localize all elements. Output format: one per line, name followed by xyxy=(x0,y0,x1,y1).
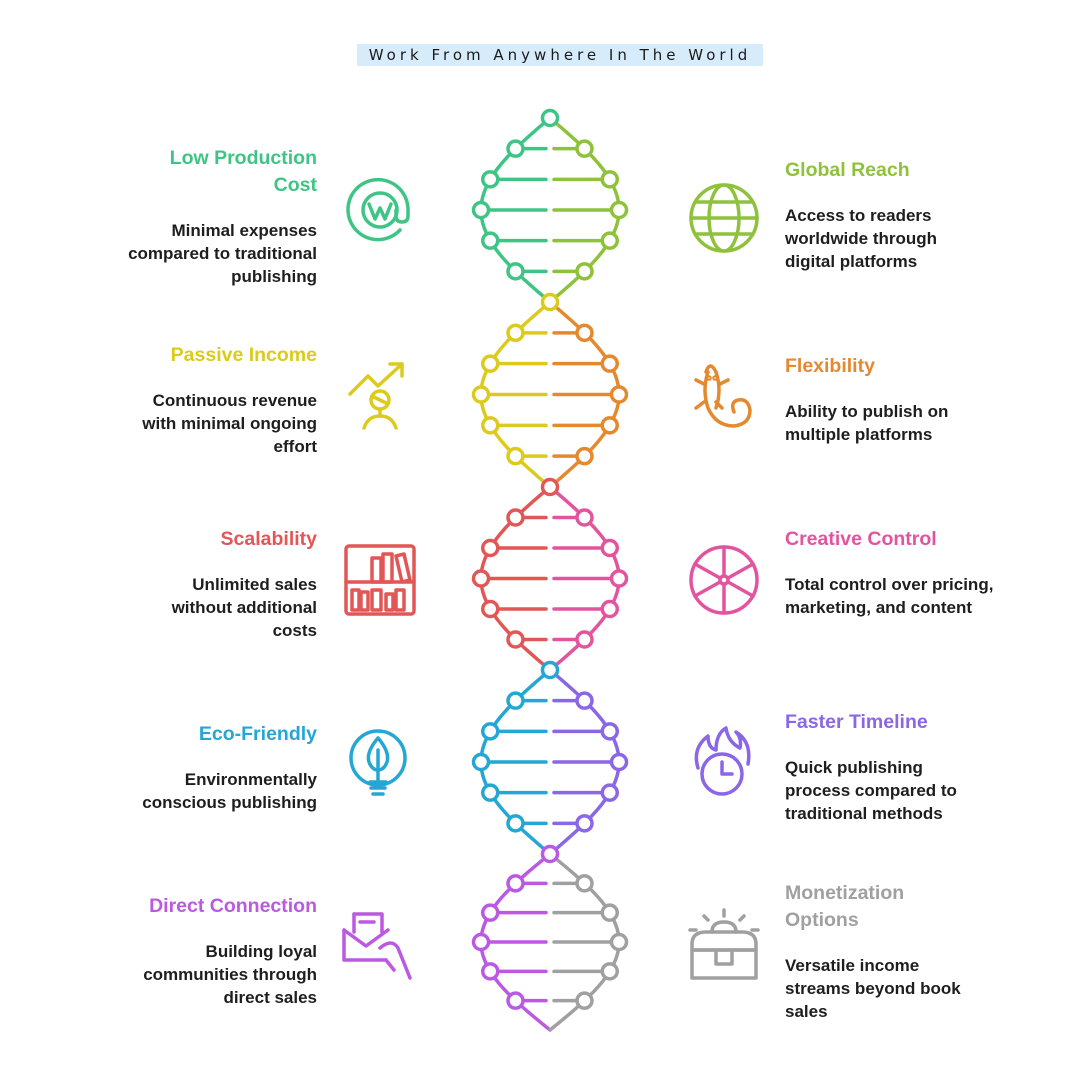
helix-node xyxy=(540,108,560,128)
eco-bulb-icon xyxy=(342,724,418,800)
helix-node xyxy=(600,722,620,741)
helix-node xyxy=(540,292,560,312)
page-title: Work From Anywhere In The World xyxy=(357,44,763,66)
helix-node xyxy=(575,139,594,158)
feature-flexibility: Flexibility Ability to publish on multip… xyxy=(785,353,1015,446)
helix-node xyxy=(506,508,525,527)
helix-node xyxy=(471,752,491,772)
feature-low-production-cost: Low Production Cost Minimal expenses com… xyxy=(17,145,317,288)
helix-node xyxy=(506,446,525,466)
feature-description: Access to readers worldwide through digi… xyxy=(785,206,938,271)
helix-node xyxy=(506,139,525,158)
helix-node xyxy=(480,903,500,922)
feature-description: Continuous revenue with minimal ongoing … xyxy=(142,391,317,456)
helix-node xyxy=(600,903,620,922)
helix-node xyxy=(506,691,525,710)
helix-node xyxy=(540,844,560,864)
helix-node xyxy=(609,200,629,220)
wordpress-icon xyxy=(342,172,418,248)
helix-node xyxy=(480,416,500,435)
feature-title: Eco-Friendly xyxy=(198,723,317,745)
helix-node xyxy=(600,962,620,981)
helix-node xyxy=(575,508,594,527)
feature-faster-timeline: Faster Timeline Quick publishing process… xyxy=(785,709,1015,825)
feature-description: Unlimited sales without additional costs xyxy=(171,575,317,640)
feature-title: Global Reach xyxy=(785,159,910,181)
helix-node xyxy=(506,323,525,343)
helix-node xyxy=(600,231,620,250)
helix-node xyxy=(575,630,594,649)
helix-node xyxy=(600,170,620,189)
feature-title: Monetization Options xyxy=(785,882,905,931)
helix-node xyxy=(480,538,500,558)
helix-node xyxy=(471,569,491,588)
helix-node xyxy=(609,569,629,588)
helix-node xyxy=(506,874,525,893)
hand-envelope-icon xyxy=(340,908,416,984)
helix-node xyxy=(600,416,620,435)
helix-node xyxy=(609,752,629,772)
helix-node xyxy=(600,599,620,619)
helix-node xyxy=(480,170,500,189)
helix-node xyxy=(600,783,620,802)
feature-eco-friendly: Eco-Friendly Environmentally conscious p… xyxy=(17,721,317,814)
feature-passive-income: Passive Income Continuous revenue with m… xyxy=(17,342,317,458)
growth-person-icon xyxy=(342,356,418,432)
feature-scalability: Scalability Unlimited sales without addi… xyxy=(17,526,317,642)
helix-node xyxy=(575,323,594,343)
helix-node xyxy=(600,538,620,558)
helix-node xyxy=(471,385,491,404)
helix-node xyxy=(540,477,560,497)
treasure-chest-icon xyxy=(686,908,762,984)
helix-node xyxy=(575,262,594,281)
helix-node xyxy=(575,874,594,893)
feature-global-reach: Global Reach Access to readers worldwide… xyxy=(785,157,1015,273)
bookshelf-icon xyxy=(342,542,418,618)
helix-node xyxy=(506,814,525,833)
feature-description: Total control over pricing, marketing, a… xyxy=(785,575,994,617)
feature-description: Minimal expenses compared to traditional… xyxy=(128,221,317,286)
feature-description: Building loyal communities through direc… xyxy=(143,942,317,1007)
feature-monetization-options: Monetization Options Versatile income st… xyxy=(785,880,1015,1023)
helix-node xyxy=(480,783,500,802)
wheel-icon xyxy=(686,542,762,618)
helix-node xyxy=(575,446,594,466)
helix-node xyxy=(575,814,594,833)
helix-node xyxy=(600,354,620,373)
helix-node xyxy=(471,932,491,952)
feature-title: Creative Control xyxy=(785,528,937,550)
helix-node xyxy=(575,691,594,710)
helix-node xyxy=(575,991,594,1010)
helix-node xyxy=(609,932,629,952)
feature-description: Versatile income streams beyond book sal… xyxy=(785,956,961,1021)
helix-node xyxy=(506,262,525,281)
feature-direct-connection: Direct Connection Building loyal communi… xyxy=(17,893,317,1009)
feature-description: Environmentally conscious publishing xyxy=(142,770,317,812)
helix-node xyxy=(540,660,560,680)
feature-title: Direct Connection xyxy=(149,895,317,917)
helix-node xyxy=(506,630,525,649)
feature-creative-control: Creative Control Total control over pric… xyxy=(785,526,1015,619)
feature-title: Scalability xyxy=(220,528,317,550)
helix-node xyxy=(480,962,500,981)
helix-node xyxy=(480,599,500,619)
fire-clock-icon xyxy=(686,724,762,800)
helix-node xyxy=(609,385,629,404)
feature-description: Ability to publish on multiple platforms xyxy=(785,402,949,444)
lizard-icon xyxy=(686,356,762,432)
helix-node xyxy=(480,722,500,741)
helix-node xyxy=(506,991,525,1010)
feature-title: Flexibility xyxy=(785,355,875,377)
helix-node xyxy=(480,231,500,250)
helix-node xyxy=(480,354,500,373)
feature-description: Quick publishing process compared to tra… xyxy=(785,758,957,823)
helix-node xyxy=(471,200,491,220)
feature-title: Passive Income xyxy=(170,344,317,366)
feature-title: Faster Timeline xyxy=(785,711,928,733)
feature-title: Low Production Cost xyxy=(169,147,317,196)
globe-icon xyxy=(686,180,762,256)
